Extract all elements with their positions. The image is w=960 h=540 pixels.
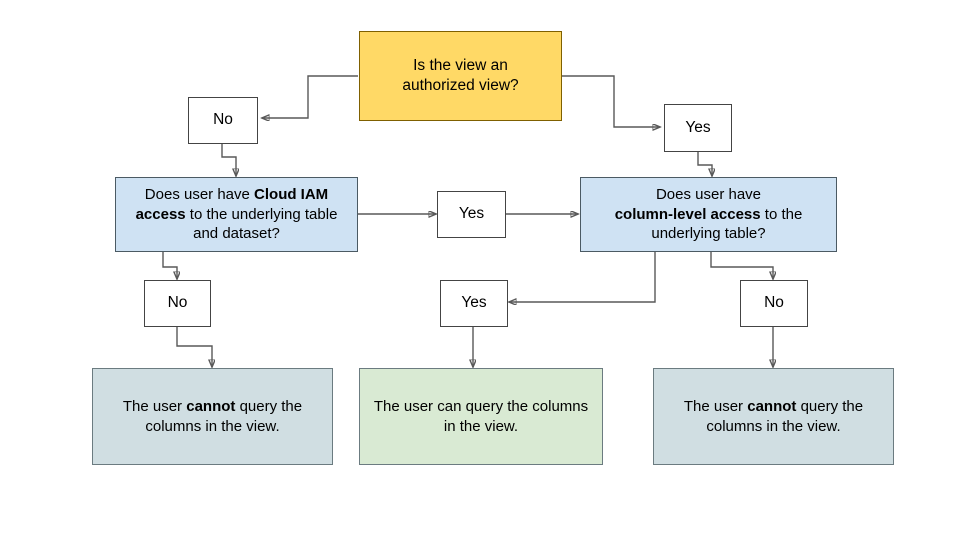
edge-start-to-yes-top — [562, 75, 660, 127]
edge-yes-top-to-column — [697, 152, 712, 176]
no-left-label: No — [167, 294, 188, 312]
node-outcome-center[interactable]: The user can query the columns in the vi… — [359, 368, 603, 465]
edge-no-left-to-outcome — [176, 327, 212, 367]
edge-start-to-no-top — [262, 75, 358, 118]
node-no-left[interactable]: No — [144, 280, 211, 327]
edge-column-to-yes-bottom — [509, 252, 656, 302]
node-yes-top[interactable]: Yes — [664, 104, 732, 152]
node-yes-mid[interactable]: Yes — [437, 191, 506, 238]
outcome-center-text: The user can query the columns in the vi… — [373, 397, 589, 435]
outcome-left-text: The user cannot query the columns in the… — [122, 397, 303, 435]
edge-iam-to-no-left — [162, 252, 177, 279]
edge-no-top-to-iam — [221, 144, 236, 176]
node-outcome-right[interactable]: The user cannot query the columns in the… — [653, 368, 894, 465]
node-yes-bottom[interactable]: Yes — [440, 280, 508, 327]
node-outcome-left[interactable]: The user cannot query the columns in the… — [92, 368, 333, 465]
yes-mid-label: Yes — [458, 205, 485, 223]
outcome-right-text: The user cannot query the columns in the… — [683, 397, 864, 435]
yes-top-label: Yes — [685, 118, 711, 136]
node-no-right[interactable]: No — [740, 280, 808, 327]
no-top-label: No — [213, 111, 233, 129]
yes-bottom-label: Yes — [461, 294, 487, 312]
node-no-top[interactable]: No — [188, 97, 258, 144]
edge-column-to-no-right — [710, 252, 773, 279]
no-right-label: No — [764, 294, 784, 312]
